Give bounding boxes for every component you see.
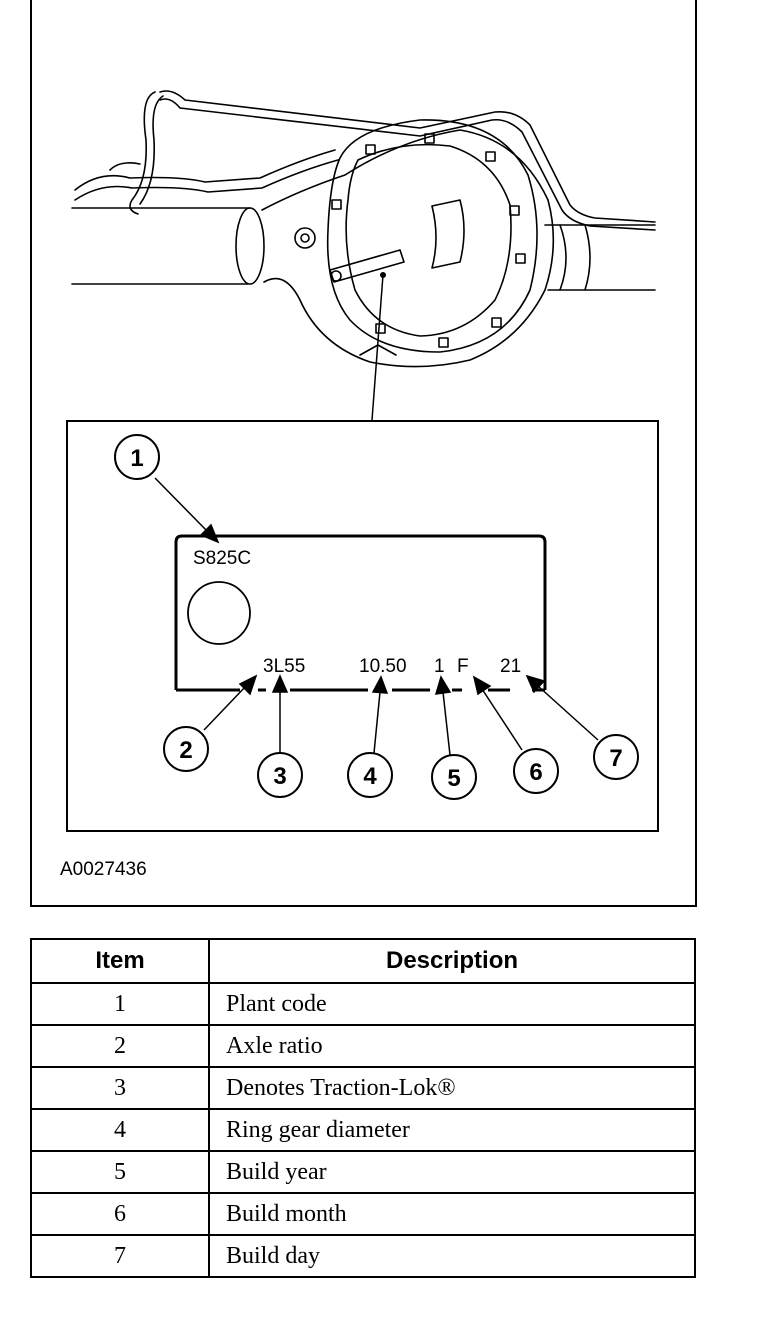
item-description: Plant code: [208, 982, 696, 1026]
build-month-text: F: [457, 656, 469, 677]
item-number: 6: [30, 1192, 210, 1236]
item-number: 4: [30, 1108, 210, 1152]
svg-text:5: 5: [447, 765, 460, 792]
callout-leaders: [154, 477, 599, 756]
callout-6: 6: [513, 748, 559, 794]
item-description: Build day: [208, 1234, 696, 1278]
callout-7: 7: [593, 734, 639, 780]
figure-id: A0027436: [60, 859, 147, 880]
item-description: Build month: [208, 1192, 696, 1236]
plant-code-text: S825C: [193, 548, 251, 569]
table-row: 6 Build month: [30, 1192, 696, 1236]
table-row: 5 Build year: [30, 1150, 696, 1194]
callout-2: 2: [163, 726, 209, 772]
item-description: Build year: [208, 1150, 696, 1194]
item-number: 7: [30, 1234, 210, 1278]
tag-mounting-hole: [187, 581, 251, 645]
ring-gear-diameter-text: 10.50: [359, 656, 407, 677]
svg-text:4: 4: [363, 763, 377, 790]
axle-ratio-text: 3L55: [263, 656, 305, 677]
item-column-header: Item: [30, 938, 210, 984]
svg-text:1: 1: [130, 445, 143, 472]
table-row: 3 Denotes Traction-Lok®: [30, 1066, 696, 1110]
callout-5: 5: [431, 754, 477, 800]
callout-3: 3: [257, 752, 303, 798]
table-row: 2 Axle ratio: [30, 1024, 696, 1068]
build-day-text: 21: [500, 656, 521, 677]
tag-plate-outline: [174, 534, 547, 690]
axle-housing-illustration: [71, 90, 656, 368]
tag-detail-inset: [66, 420, 659, 832]
callout-4: 4: [347, 752, 393, 798]
svg-text:6: 6: [529, 759, 542, 786]
svg-text:3: 3: [273, 763, 286, 790]
callout-1: 1: [114, 434, 160, 480]
legend-header-row: Item Description: [30, 938, 696, 984]
figure-frame: [30, 0, 697, 907]
tag-leader-line: [371, 274, 384, 421]
svg-text:2: 2: [179, 737, 192, 764]
table-row: 4 Ring gear diameter: [30, 1108, 696, 1152]
axle-drawing: S825C 3L55 10.50 1 F 21 1 2 3 4 5: [30, 0, 697, 907]
item-number: 1: [30, 982, 210, 1026]
item-description: Denotes Traction-Lok®: [208, 1066, 696, 1110]
table-row: 7 Build day: [30, 1234, 696, 1278]
item-number: 3: [30, 1066, 210, 1110]
item-description: Ring gear diameter: [208, 1108, 696, 1152]
table-row: 1 Plant code: [30, 982, 696, 1026]
build-year-text: 1: [434, 656, 445, 677]
tag-leader-dot: [380, 272, 386, 278]
axle-identification-figure: S825C 3L55 10.50 1 F 21 1 2 3 4 5: [30, 0, 697, 907]
legend-table: Item Description 1 Plant code 2 Axle rat…: [30, 938, 696, 1278]
item-number: 5: [30, 1150, 210, 1194]
svg-text:7: 7: [609, 745, 622, 772]
description-column-header: Description: [208, 938, 696, 984]
item-description: Axle ratio: [208, 1024, 696, 1068]
item-number: 2: [30, 1024, 210, 1068]
